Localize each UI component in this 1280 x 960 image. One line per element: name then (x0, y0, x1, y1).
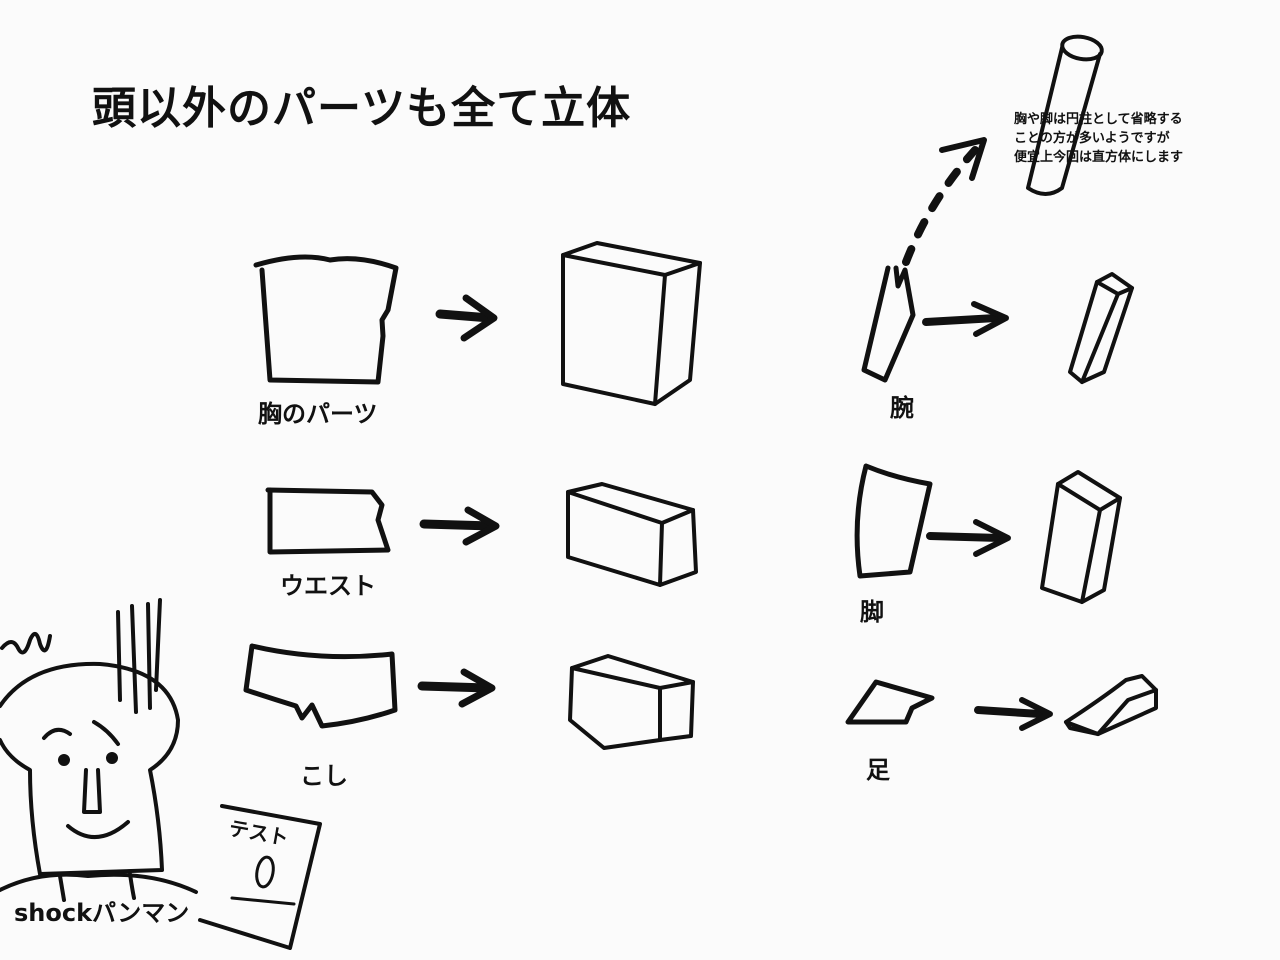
hip-box (568, 654, 695, 750)
shock-character (0, 598, 198, 902)
note-line: 胸や脚は円柱として省略する (1014, 112, 1183, 127)
arrow-arm (922, 301, 1009, 337)
chest-flat-shape (253, 254, 399, 385)
arrow-hip (417, 668, 496, 708)
arrow-chest (435, 294, 498, 342)
dashed-arrow (902, 137, 987, 266)
label-leg: 脚 (860, 598, 884, 626)
label-foot: 足 (866, 756, 890, 784)
note-line: 便宜上今回は直方体にします (1014, 150, 1184, 165)
arm-flat-shape (861, 265, 916, 383)
hip-flat-shape (243, 643, 398, 729)
chest-box (561, 241, 702, 406)
arrow-leg (926, 519, 1011, 557)
page-title: 頭以外のパーツも全て立体 (92, 83, 632, 134)
arm-box (1068, 272, 1134, 384)
waist-flat-shape (265, 487, 391, 555)
foot-flat-shape (845, 679, 935, 725)
leg-box (1040, 470, 1122, 604)
leg-flat-shape (854, 463, 933, 579)
waist-box (566, 482, 698, 587)
note-line: ことの方が多いようですが (1014, 131, 1170, 146)
arrow-waist (419, 506, 500, 546)
cylinder-note: 胸や脚は円柱として省略する ことの方が多いようですが 便宜上今回は直方体にします (1014, 110, 1183, 167)
foot-box (1064, 674, 1158, 736)
label-arm: 腕 (890, 394, 914, 422)
arrow-foot (974, 697, 1053, 731)
label-waist: ウエスト (280, 572, 376, 600)
character-name: shockパンマン (14, 899, 190, 927)
label-hip: こし (300, 762, 348, 790)
test-paper (198, 804, 322, 950)
label-chest: 胸のパーツ (258, 400, 378, 428)
cylinder-shape (1026, 34, 1104, 196)
